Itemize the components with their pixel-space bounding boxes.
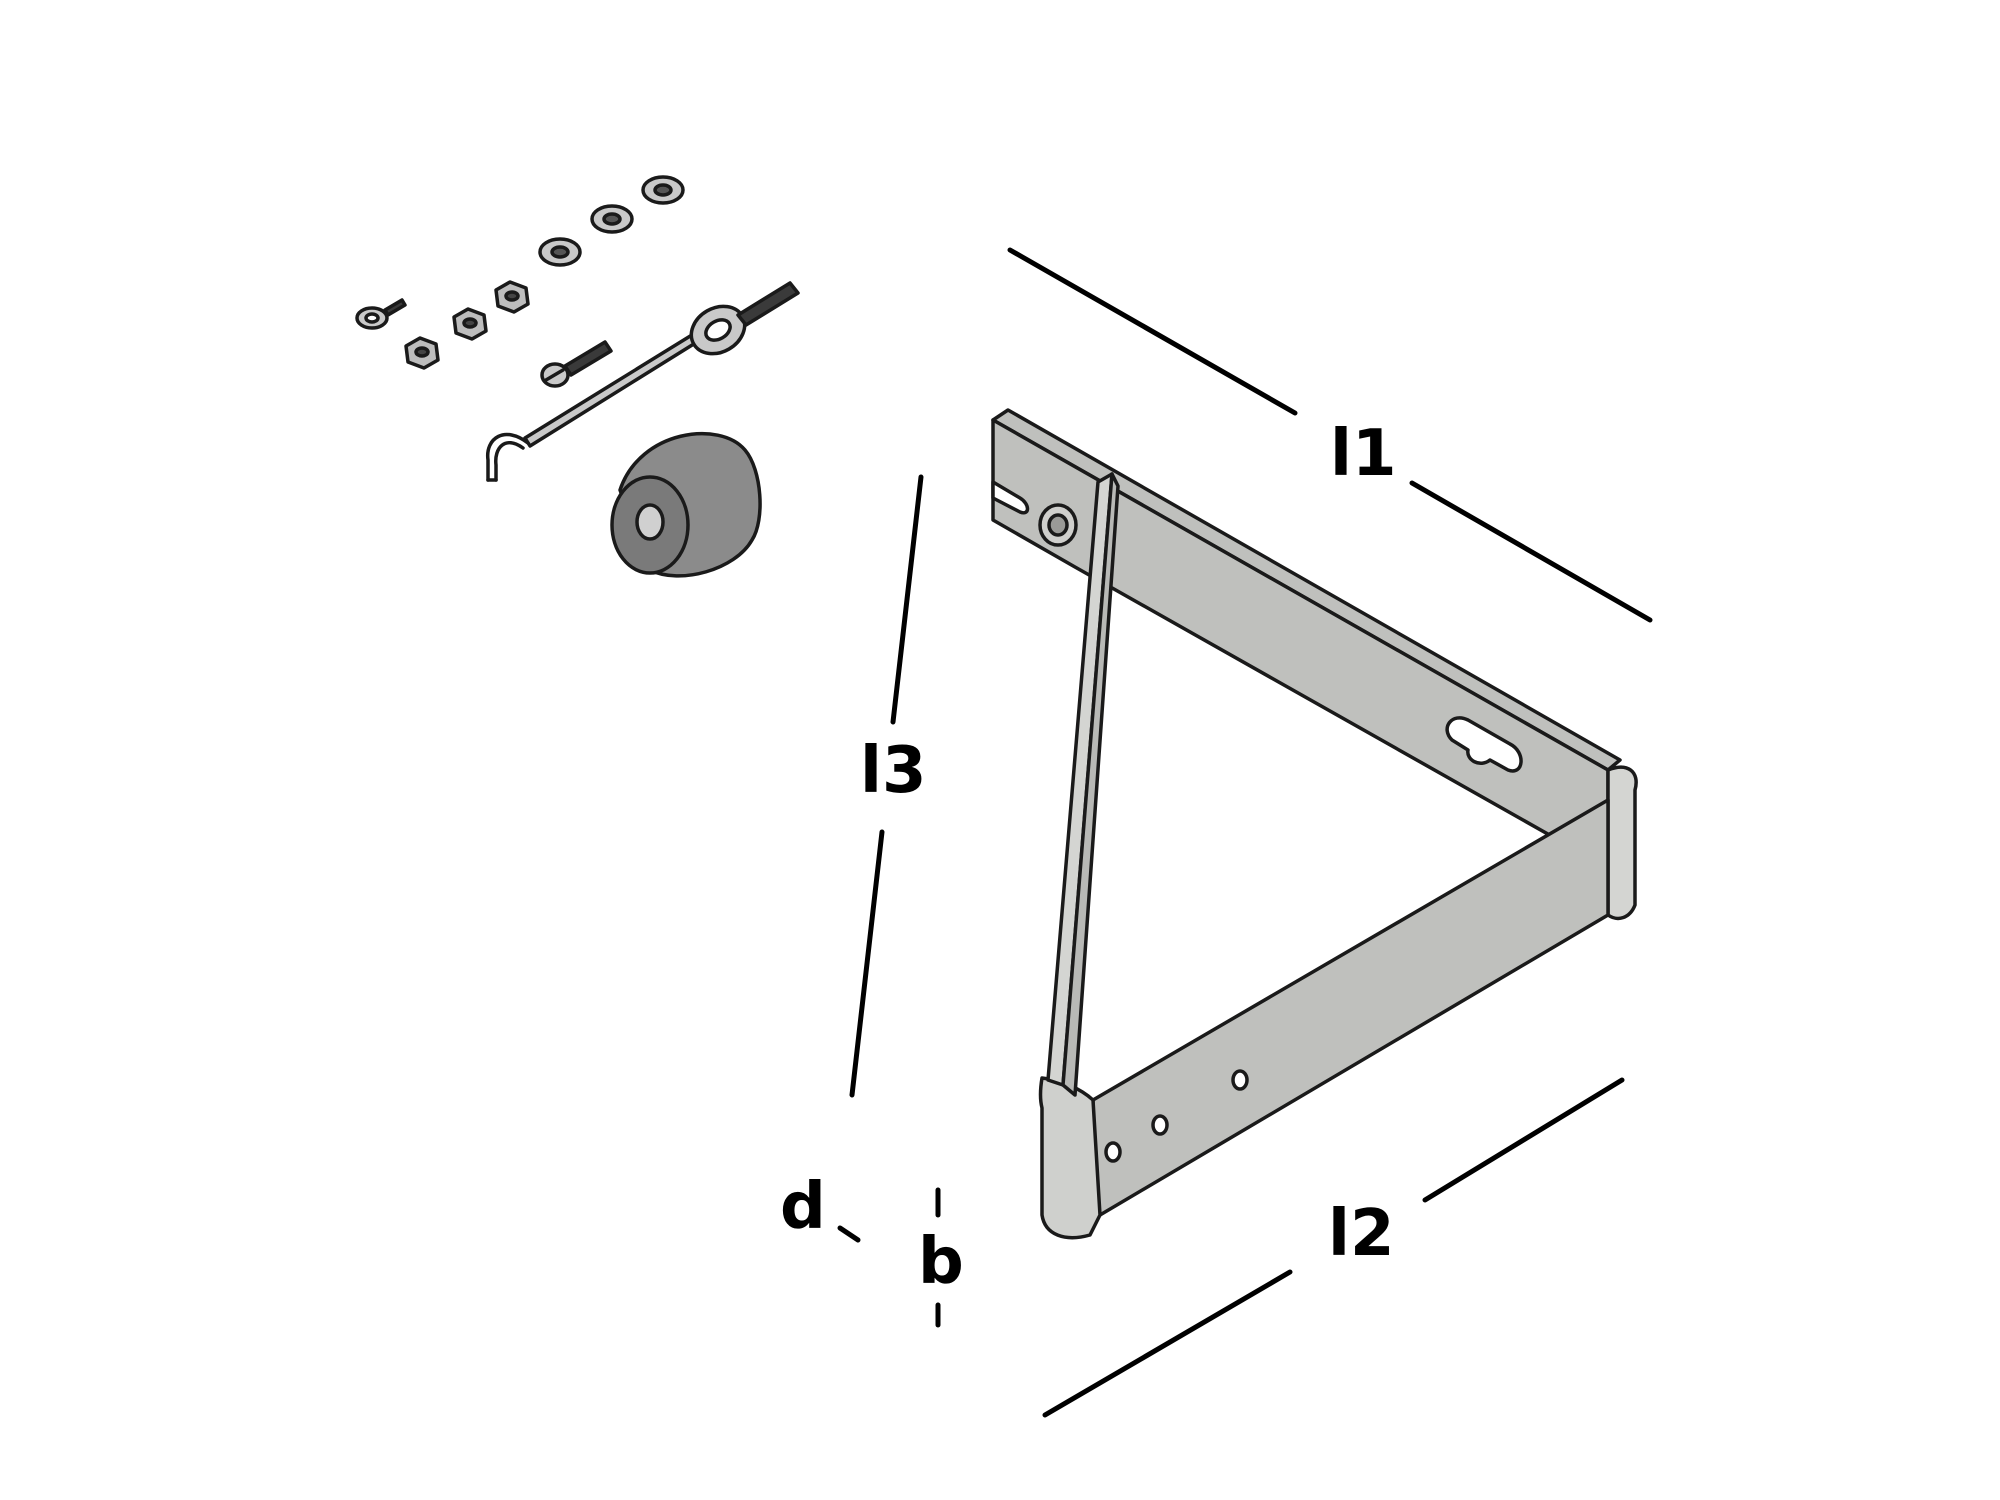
dim-line-l1-lower [1409,480,1653,623]
small-eye-screw-shank [383,298,407,317]
dim-line-l1-upper [1007,247,1298,416]
lower-hole-2 [1151,1114,1169,1136]
label-d: d [780,1170,826,1244]
buffer-hole [635,503,665,541]
dim-line-d [837,1225,861,1243]
hook-rod [523,328,707,448]
dim-line-l3-lower [849,829,885,1098]
washer-2-hole [602,212,622,226]
bracket-lower-plate [1089,798,1610,1219]
eye-ring-hole [704,318,732,342]
machine-screw-thread [563,340,613,377]
bracket-strut-inner-edge [1061,472,1120,1097]
dim-line-l2-upper [1422,1077,1625,1203]
bracket-lower-bend [1038,1076,1102,1240]
lower-hole-3 [1231,1069,1249,1091]
dim-line-l2-lower [1042,1269,1293,1418]
label-l1: l1 [1330,417,1396,491]
nut-3-hole [414,346,430,358]
lower-hole-1 [1104,1141,1122,1163]
nut-1-hole [504,290,520,302]
nut-2-hole [462,317,478,329]
small-eye-screw-hole [364,312,380,324]
washer-3-hole [550,245,570,259]
end-slot [991,480,1030,515]
dimension-lines [837,247,1653,1418]
label-l3: l3 [860,734,926,808]
rubber-buffer [610,431,762,578]
dimension-labels: l1 l2 l3 d b [780,417,1396,1299]
bracket-right-bend [1606,765,1638,921]
keyhole-slot [1445,716,1523,773]
hook-bend [486,432,530,482]
hook-rod-assembly [486,281,800,482]
bracket-bolt-hole [1047,513,1069,537]
small-hardware [355,175,685,388]
dim-line-l3-upper [890,474,924,725]
label-l2: l2 [1328,1197,1394,1271]
bracket-top-face [991,418,1610,870]
washer-1-hole [653,183,673,197]
hook-bend-inner [494,441,525,482]
triangular-bracket [991,408,1638,1240]
label-b: b [918,1225,964,1299]
eye-bolt-thread [736,281,800,327]
machine-screw-slot [544,368,565,382]
